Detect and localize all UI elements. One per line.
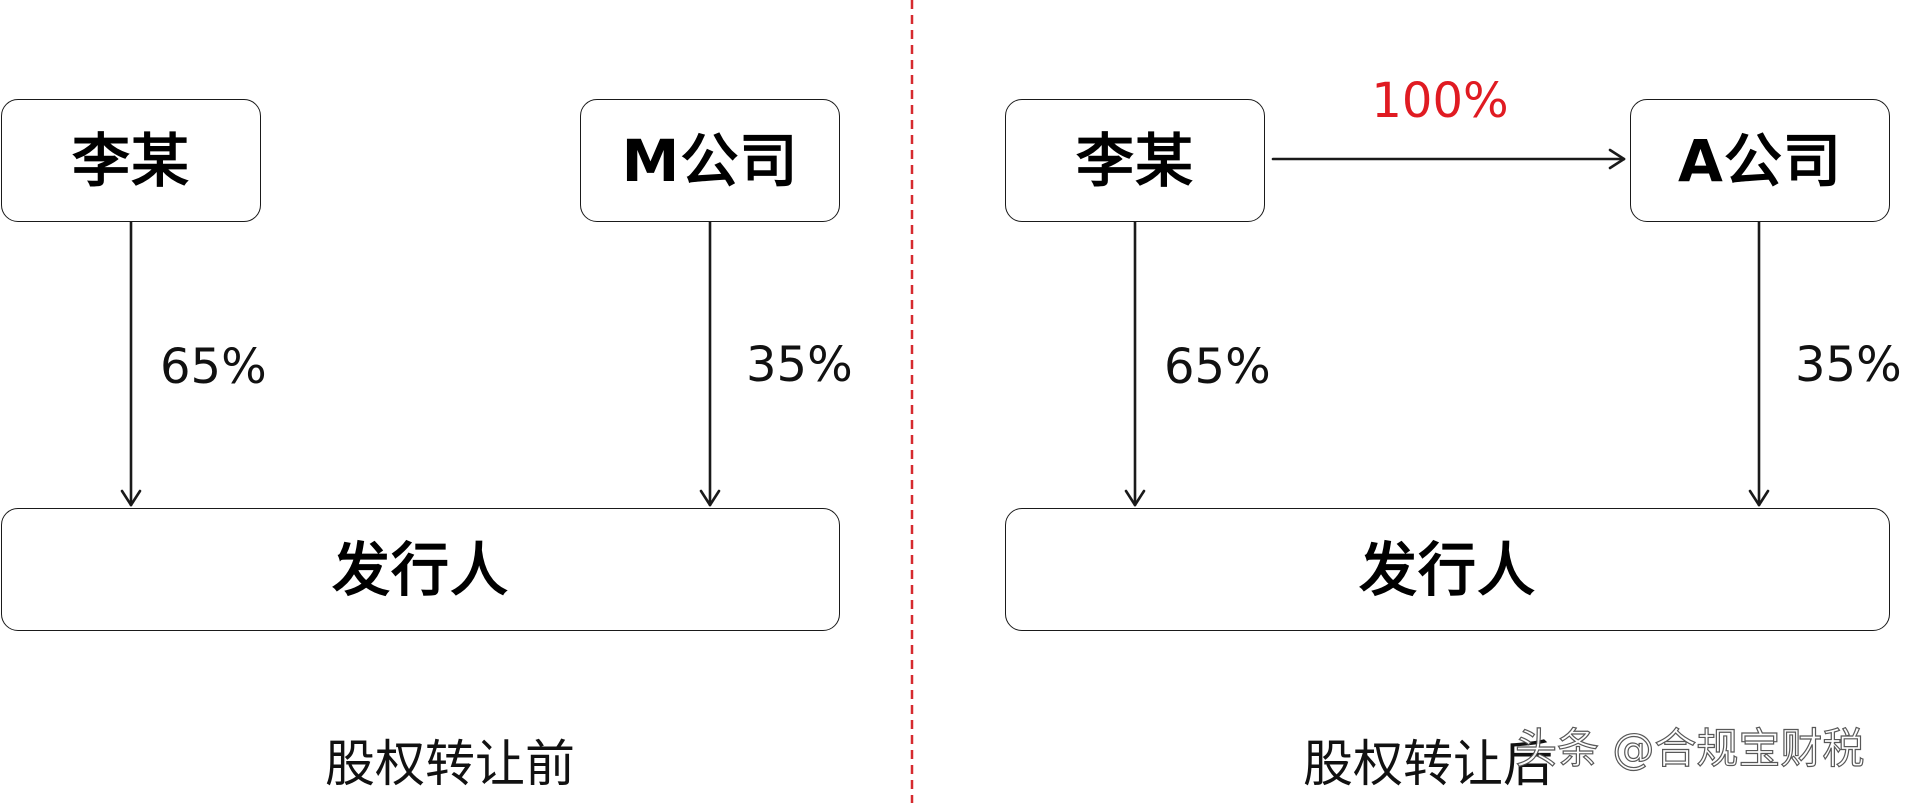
after-share-a: 35%: [1795, 337, 1902, 393]
after-issuer-box: 发行人: [1005, 508, 1890, 631]
watermark-text: 头条 @合规宝财税: [1514, 723, 1865, 773]
after-shareholder-a-box: A公司: [1630, 99, 1890, 222]
before-shareholder-m-box: M公司: [580, 99, 840, 222]
before-caption: 股权转让前: [325, 735, 575, 793]
after-share-li: 65%: [1164, 339, 1271, 395]
before-shareholder-m-label: M公司: [621, 126, 799, 195]
after-shareholder-a-label: A公司: [1678, 126, 1842, 195]
after-issuer-label: 发行人: [1358, 535, 1536, 604]
arrow-after-li-to-issuer: [1124, 220, 1146, 507]
arrow-after-li-to-a: [1271, 148, 1626, 170]
after-shareholder-li-label: 李某: [1075, 126, 1194, 195]
after-holding-share: 100%: [1371, 73, 1509, 129]
before-issuer-label: 发行人: [331, 535, 509, 604]
before-share-li: 65%: [160, 339, 267, 395]
before-shareholder-li-box: 李某: [1, 99, 261, 222]
arrow-after-a-to-issuer: [1748, 220, 1770, 507]
arrow-before-m-to-issuer: [699, 220, 721, 507]
before-share-m: 35%: [746, 337, 853, 393]
after-shareholder-li-box: 李某: [1005, 99, 1265, 222]
before-issuer-box: 发行人: [1, 508, 840, 631]
before-shareholder-li-label: 李某: [71, 126, 190, 195]
after-caption: 股权转让后: [1303, 735, 1553, 793]
arrow-before-li-to-issuer: [120, 220, 142, 507]
